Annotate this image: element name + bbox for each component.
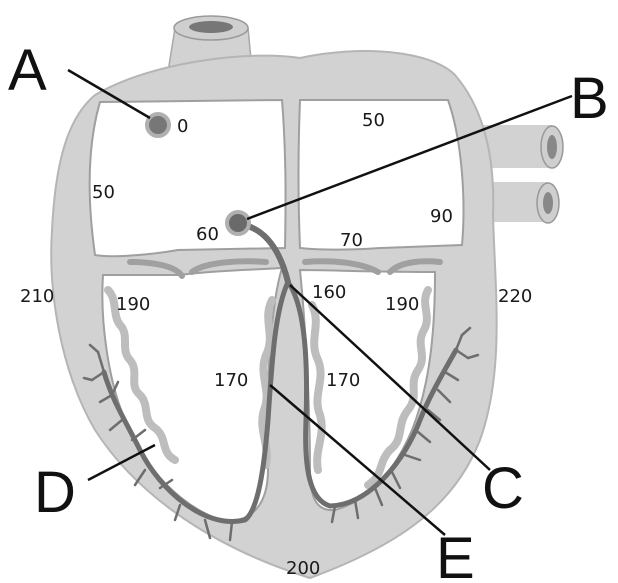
value-septum-upper: 70 xyxy=(340,230,363,251)
av-node xyxy=(227,212,249,234)
value-bundle: 160 xyxy=(312,282,346,303)
value-septum-left: 170 xyxy=(214,370,248,391)
value-left-atrium-upper: 50 xyxy=(362,110,385,131)
label-a: A xyxy=(8,38,47,103)
value-septum-right: 170 xyxy=(326,370,360,391)
aorta-lumen xyxy=(189,21,233,33)
label-b: B xyxy=(570,66,609,131)
value-left-ventricle-inner: 190 xyxy=(385,294,419,315)
label-c: C xyxy=(482,456,524,521)
label-e: E xyxy=(436,526,475,583)
value-left-ventricle-wall: 220 xyxy=(498,286,532,307)
value-right-ventricle-inner: 190 xyxy=(116,294,150,315)
value-sa-node: 0 xyxy=(177,116,188,137)
label-d: D xyxy=(34,460,76,525)
value-right-atrium: 50 xyxy=(92,182,115,203)
value-right-ventricle-wall: 210 xyxy=(20,286,54,307)
value-apex: 200 xyxy=(286,558,320,579)
value-left-atrium-lower: 90 xyxy=(430,206,453,227)
value-av-node: 60 xyxy=(196,224,219,245)
